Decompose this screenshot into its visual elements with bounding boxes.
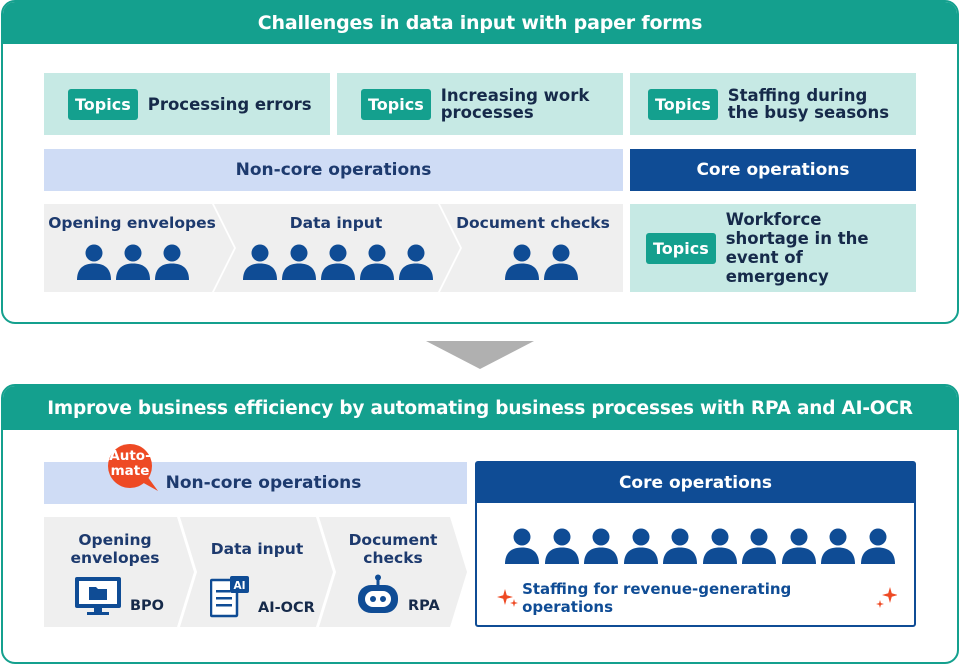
topic-tag: Topics [648,88,718,120]
person-icon [505,244,539,280]
person-icon [623,528,658,564]
tool-bpo: BPO [74,576,164,616]
step-label-checks: Document checks [456,214,610,232]
person-icon [360,244,394,280]
topic-increasing-work: Topics Increasing work processes [337,73,623,135]
tool-rpa: RPA [356,574,440,616]
solution-step-label-data-input: Data input [210,540,304,558]
sparkle-icon [497,589,518,607]
tool-name-bpo: BPO [130,598,165,614]
down-arrow-icon [426,341,534,369]
tool-name-ai-ocr: AI-OCR [258,600,315,616]
svg-text:AI: AI [233,580,245,592]
person-icon [663,528,697,564]
person-icon [742,528,776,564]
topic-text: Processing errors [147,94,312,114]
core-band: Core operations [630,149,916,191]
monitor-folder-icon [75,577,121,615]
automate-badge: Auto- mate [100,443,160,493]
sparkle-icon [875,587,897,608]
staffing-caption-row: Staffing for revenue-generating operatio… [497,580,897,616]
topic-processing-errors: Topics Processing errors [44,73,330,135]
person-icon [781,528,816,564]
person-icon [321,244,355,280]
person-icon [821,528,855,564]
person-icon [584,528,618,564]
person-icon [399,244,433,280]
person-icon [702,528,737,564]
step-shape-checks [440,204,623,292]
tool-ai-ocr: AI AI-OCR [210,574,315,618]
tool-name-rpa: RPA [408,598,440,614]
people-group-core [504,528,896,564]
person-icon [155,244,189,280]
person-icon [860,528,895,564]
person-icon [116,244,150,280]
staffing-caption: Staffing for revenue-generating operatio… [522,580,792,616]
person-icon [243,244,277,280]
solution-step-label-checks: Document checks [348,531,438,567]
noncore-band: Non-core operations [44,149,623,191]
automate-line-2: mate [110,463,150,479]
people-group-data-input [242,244,434,280]
topic-staffing-busy: Topics Staffing during the busy seasons [630,73,916,135]
robot-icon [358,574,398,613]
solution-step-label-opening: Opening envelopes [70,531,160,567]
people-group-checks [504,244,579,280]
topic-text: Increasing work processes [440,86,590,122]
person-icon [544,244,578,280]
step-label-data-input: Data input [289,214,383,232]
person-icon [77,244,111,280]
person-icon [544,528,579,564]
automate-line-1: Auto- [109,448,151,464]
ai-document-icon: AI [210,576,249,618]
topic-text: Workforce shortage in the event of emerg… [725,210,869,286]
topic-tag: Topics [361,88,431,120]
person-icon [282,244,316,280]
step-shape-checks [319,517,467,627]
topic-text: Staffing during the busy seasons [727,86,890,122]
speech-bubble-icon [108,444,158,491]
step-label-opening: Opening envelopes [48,214,216,232]
topic-tag: Topics [68,88,138,120]
topic-tag: Topics [646,232,716,264]
challenges-title: Challenges in data input with paper form… [3,2,957,44]
people-group-opening [76,244,190,280]
solution-title: Improve business efficiency by automatin… [3,386,957,430]
topic-workforce-shortage: Topics Workforce shortage in the event o… [630,204,916,292]
core-band-solution: Core operations [477,463,914,503]
person-icon [505,528,539,564]
